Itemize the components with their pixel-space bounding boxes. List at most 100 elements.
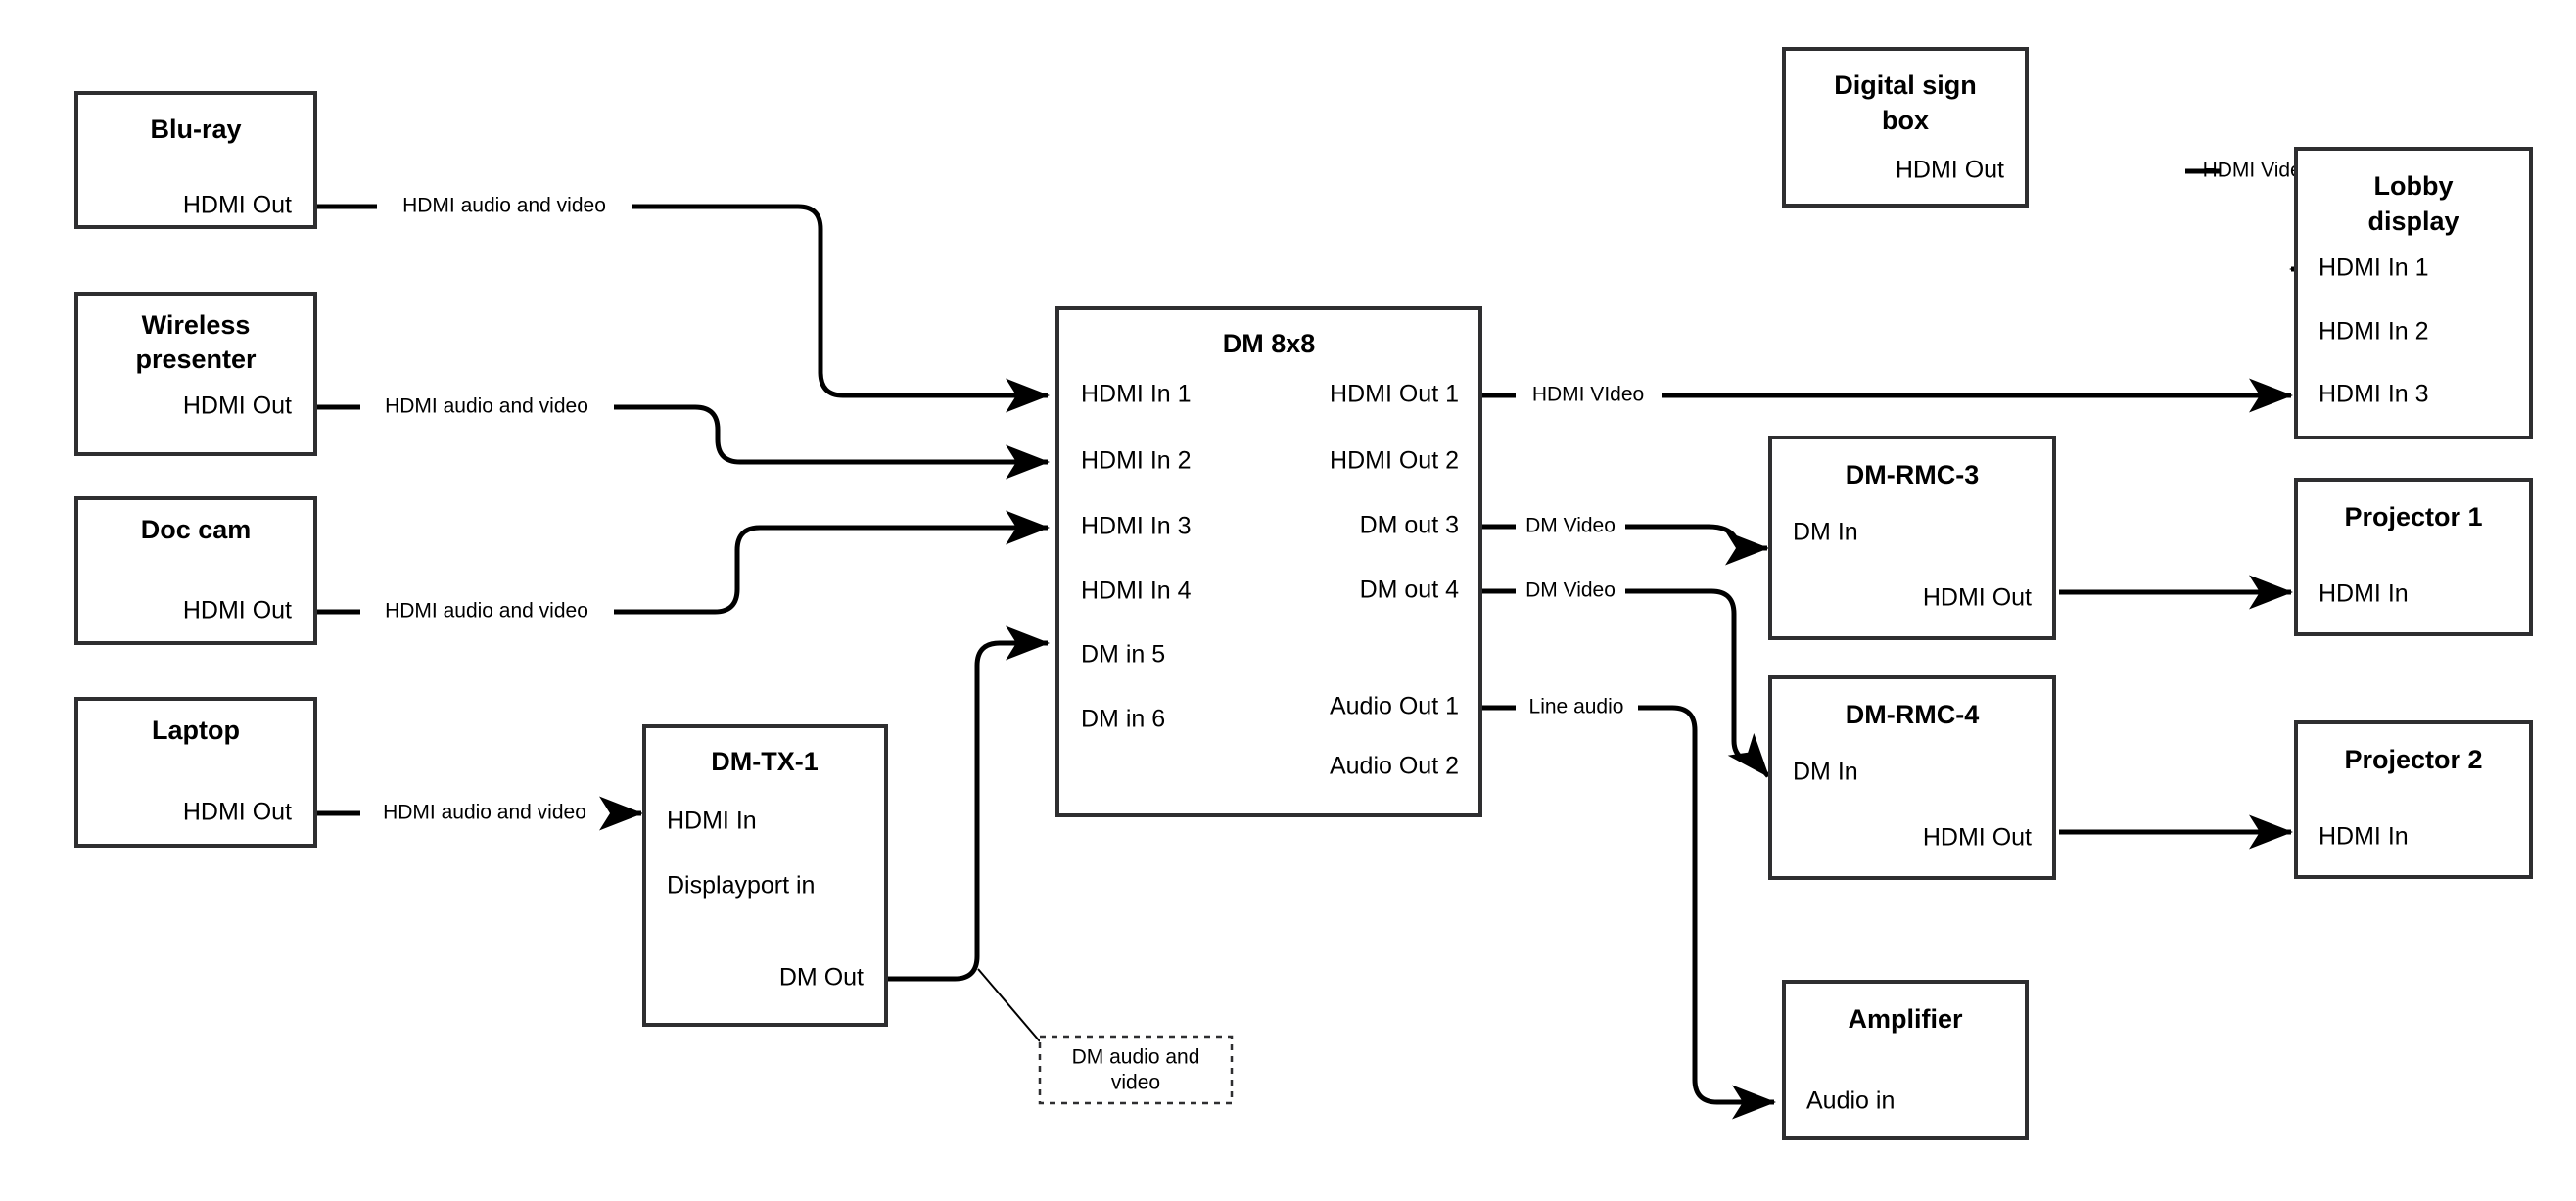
node-dm-8x8[interactable]: DM 8x8 HDMI In 1 HDMI In 2 HDMI In 3 HDM… xyxy=(1055,306,1482,817)
node-box[interactable] xyxy=(1782,47,2029,208)
node-title-line-1: Digital sign xyxy=(1834,70,1977,100)
node-dm-tx-1[interactable]: DM-TX-1 HDMI In Displayport in DM Out xyxy=(642,724,888,1027)
node-projector-2[interactable]: Projector 2 HDMI In xyxy=(2294,720,2533,879)
node-box[interactable] xyxy=(1768,436,2056,640)
wire-label: DM Video xyxy=(1525,515,1616,537)
port-label-hdmi-in: HDMI In xyxy=(667,808,757,835)
node-box[interactable] xyxy=(642,724,888,1027)
connection-laptop-to-dmtx1: HDMI audio and video xyxy=(315,802,641,824)
connection-doccam-to-dm8x8: HDMI audio and video xyxy=(315,528,1048,623)
port-label-hdmi-in-4: HDMI In 4 xyxy=(1081,577,1192,605)
port-label-dm-out-3: DM out 3 xyxy=(1360,512,1459,539)
port-label-hdmi-out-2: HDMI Out 2 xyxy=(1330,447,1459,475)
node-title-line-1: Wireless xyxy=(142,310,251,340)
node-title: Blu-ray xyxy=(150,115,241,144)
node-title-line-1: Lobby xyxy=(2374,171,2454,201)
port-label-hdmi-out-1: HDMI Out 1 xyxy=(1330,381,1459,408)
node-projector-1[interactable]: Projector 1 HDMI In xyxy=(2294,478,2533,636)
node-box[interactable] xyxy=(2294,720,2533,879)
port-label-displayport-in: Displayport in xyxy=(667,872,815,900)
port-label-hdmi-in-3: HDMI In 3 xyxy=(1081,513,1192,540)
port-label-hdmi-in-3: HDMI In 3 xyxy=(2318,381,2429,408)
port-label-hdmi-out: HDMI Out xyxy=(183,597,292,624)
port-label-hdmi-out: HDMI Out xyxy=(183,393,292,420)
note-leader-line xyxy=(977,968,1041,1042)
node-laptop[interactable]: Laptop HDMI Out xyxy=(74,697,317,848)
port-label-hdmi-out: HDMI Out xyxy=(183,192,292,219)
node-wireless-presenter[interactable]: Wireless presenter HDMI Out xyxy=(74,292,317,456)
node-title-line-2: box xyxy=(1882,106,1929,135)
port-label-hdmi-in: HDMI In xyxy=(2318,823,2409,851)
node-title: DM 8x8 xyxy=(1223,329,1316,358)
node-doc-cam[interactable]: Doc cam HDMI Out xyxy=(74,496,317,645)
node-title: Doc cam xyxy=(141,515,252,544)
port-label-dm-in-6: DM in 6 xyxy=(1081,706,1165,733)
node-title-line-2: display xyxy=(2367,207,2459,236)
node-box[interactable] xyxy=(2294,147,2533,439)
node-title: Projector 1 xyxy=(2344,502,2482,531)
port-label-audio-out-2: Audio Out 2 xyxy=(1330,753,1459,780)
wire-path xyxy=(315,404,1048,462)
node-title: Laptop xyxy=(152,716,240,745)
port-label-hdmi-in-2: HDMI In 2 xyxy=(2318,318,2429,346)
node-lobby-display[interactable]: Lobby display HDMI In 1 HDMI In 2 HDMI I… xyxy=(2294,147,2533,439)
port-label-dm-in: DM In xyxy=(1793,759,1858,786)
note-label-line-1: DM audio and xyxy=(1072,1046,1200,1069)
note-label-line-2: video xyxy=(1111,1072,1160,1094)
connection-dm8x8-to-dmrmc4: DM Video xyxy=(1481,579,1768,776)
node-title: Amplifier xyxy=(1848,1004,1963,1034)
node-title-line-2: presenter xyxy=(135,345,257,374)
node-title: DM-RMC-3 xyxy=(1846,460,1979,489)
wire-label: DM Video xyxy=(1525,579,1616,602)
connection-bluray-to-dm8x8: HDMI audio and video xyxy=(315,195,1048,395)
node-dm-rmc-3[interactable]: DM-RMC-3 DM In HDMI Out xyxy=(1768,436,2056,640)
node-box[interactable] xyxy=(74,292,317,456)
node-digital-sign-box[interactable]: Digital sign box HDMI Out xyxy=(1782,47,2029,208)
node-box[interactable] xyxy=(1055,306,1482,817)
connection-dmtx1-to-dm8x8 xyxy=(886,625,1050,1042)
node-dm-rmc-4[interactable]: DM-RMC-4 DM In HDMI Out xyxy=(1768,675,2056,880)
note-dm-audio-video: DM audio and video xyxy=(1038,1035,1234,1105)
wire-path xyxy=(1481,527,1767,548)
wire-label: HDMI audio and video xyxy=(385,600,588,623)
wire-label: HDMI Video xyxy=(2203,160,2314,182)
port-label-hdmi-in-1: HDMI In 1 xyxy=(1081,381,1192,408)
wire-label: HDMI VIdeo xyxy=(1532,384,1644,406)
connection-dm8x8-to-lobby-hdmi3: HDMI VIdeo xyxy=(1481,384,2291,406)
wire-label: Line audio xyxy=(1529,696,1624,718)
port-label-hdmi-in-2: HDMI In 2 xyxy=(1081,447,1192,475)
node-box[interactable] xyxy=(74,91,317,229)
node-box[interactable] xyxy=(2294,478,2533,636)
node-amplifier[interactable]: Amplifier Audio in xyxy=(1782,980,2029,1140)
wire-path xyxy=(1481,588,1768,776)
wire-label: HDMI audio and video xyxy=(402,195,606,217)
port-label-audio-in: Audio in xyxy=(1806,1087,1895,1115)
connection-dm8x8-to-dmrmc3: DM Video xyxy=(1481,515,1767,548)
node-blu-ray[interactable]: Blu-ray HDMI Out xyxy=(74,91,317,229)
wire-path xyxy=(315,528,1048,615)
wire-label: HDMI audio and video xyxy=(385,395,588,418)
wire-path xyxy=(886,625,1050,982)
port-label-hdmi-out: HDMI Out xyxy=(1896,157,2004,184)
connection-wireless-to-dm8x8: HDMI audio and video xyxy=(315,395,1048,462)
port-label-dm-out-4: DM out 4 xyxy=(1360,577,1460,604)
port-label-hdmi-in-1: HDMI In 1 xyxy=(2318,254,2429,282)
port-label-hdmi-in: HDMI In xyxy=(2318,580,2409,608)
node-title: DM-RMC-4 xyxy=(1846,700,1979,729)
node-box[interactable] xyxy=(74,697,317,848)
wire-path xyxy=(1481,705,1774,1102)
note-box xyxy=(1038,1035,1234,1105)
node-box[interactable] xyxy=(1768,675,2056,880)
node-title: Projector 2 xyxy=(2344,745,2482,774)
connection-dm8x8-to-amplifier: Line audio xyxy=(1481,696,1774,1102)
node-box[interactable] xyxy=(1782,980,2029,1140)
port-label-audio-out-1: Audio Out 1 xyxy=(1330,693,1459,720)
port-label-hdmi-out: HDMI Out xyxy=(183,799,292,826)
port-label-hdmi-out: HDMI Out xyxy=(1923,824,2032,852)
port-label-hdmi-out: HDMI Out xyxy=(1923,584,2032,612)
node-title: DM-TX-1 xyxy=(711,747,819,776)
node-box[interactable] xyxy=(74,496,317,645)
port-label-dm-in: DM In xyxy=(1793,519,1858,546)
